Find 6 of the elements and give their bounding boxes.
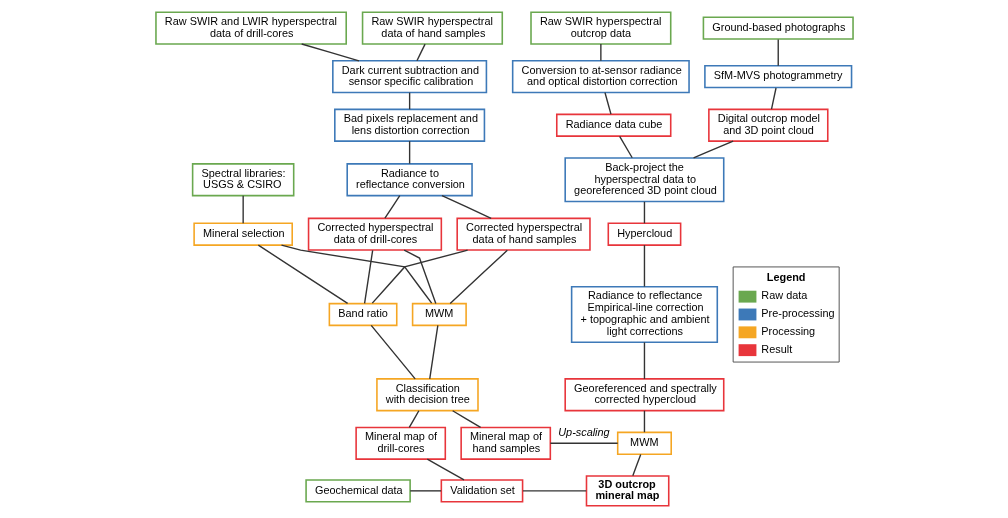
legend-label: Pre-processing [760,307,835,320]
legend-label: Processing [760,325,815,338]
legend-label: Raw data [760,289,807,302]
edge-label: Up-scaling [557,426,610,439]
legend-label: Result [760,342,792,355]
label: Legend [766,270,805,283]
